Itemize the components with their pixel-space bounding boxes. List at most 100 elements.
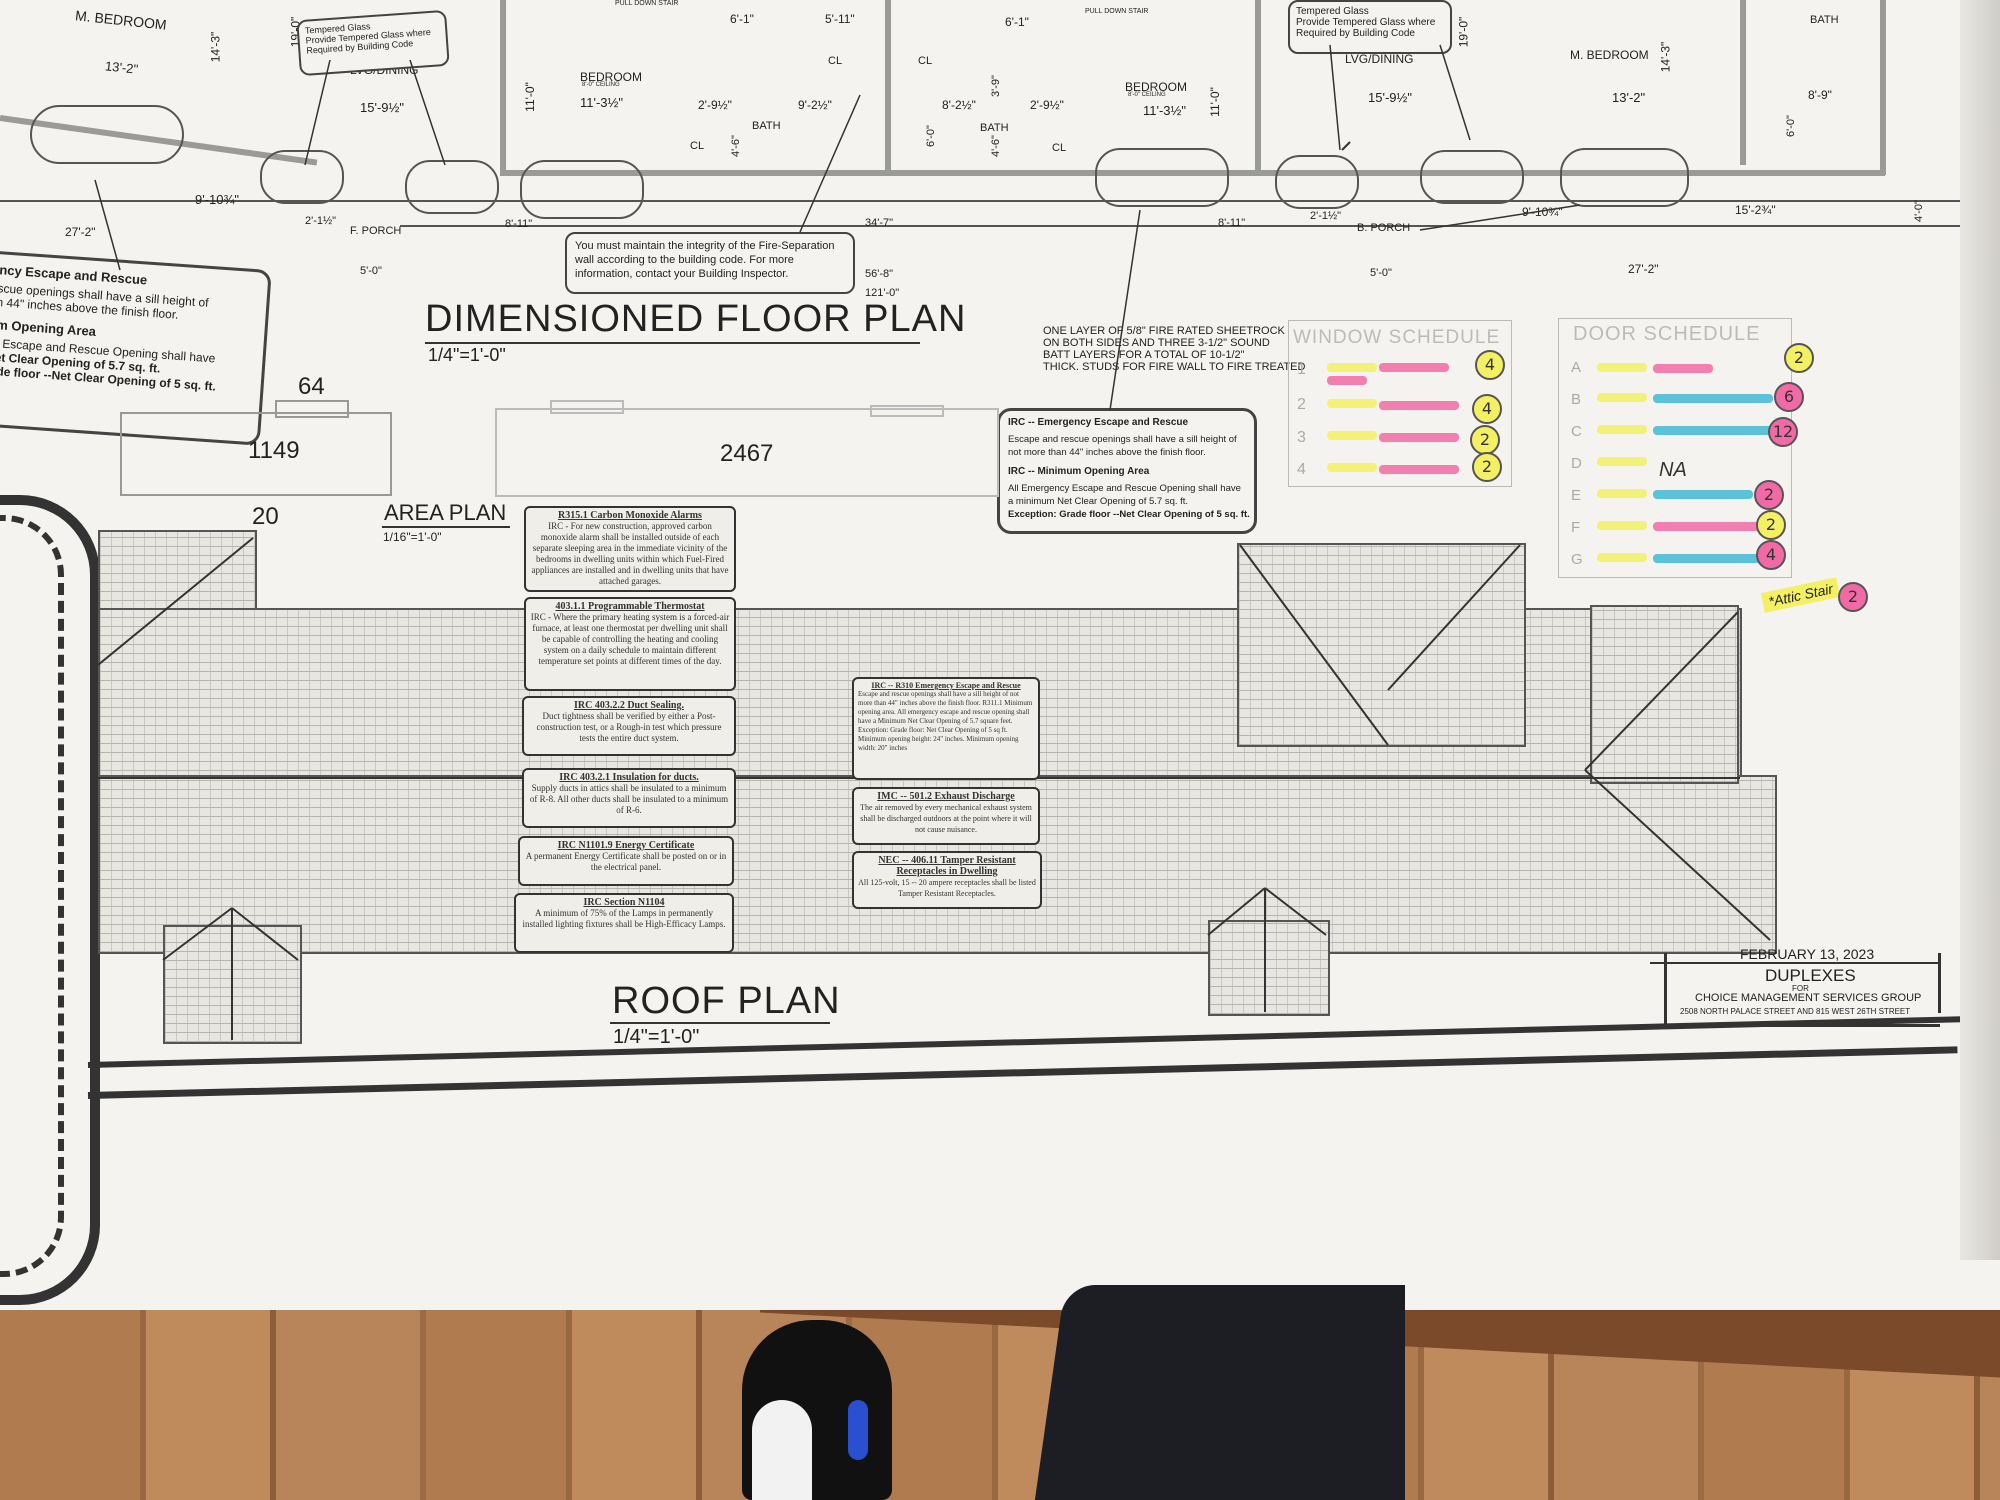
room-label: B. PORCH [1357,222,1411,234]
room-label: CL [828,55,843,67]
note-line: Exception: Grade floor --Net Clear Openi… [1008,509,1250,520]
ridge-line [1387,544,1521,691]
ridge-line [231,907,299,961]
pink-highlight [1653,364,1713,373]
ceiling-label: 8'-0" CEILING [582,82,620,88]
dimension-line [0,200,1960,202]
pink-highlight [1379,401,1459,410]
yellow-highlight [1597,363,1647,372]
leader-line [409,59,446,166]
code-note-receptacles: NEC -- 406.11 Tamper Resistant Receptacl… [852,851,1042,909]
roof-lines [94,44,1771,1040]
schedule-row-label: 4 [1297,461,1306,478]
shrub-icon [405,160,499,214]
yellow-highlight [1597,457,1647,466]
room-label: CL [1052,142,1067,154]
leader-line [799,94,861,233]
note-heading: IRC -- Minimum Opening Area [1008,466,1150,477]
code-note-title: R315.1 Carbon Monoxide Alarms [558,510,702,521]
dimension-text: 6'-1" [1005,15,1029,29]
yellow-highlight [1597,521,1647,530]
floor-plan-scale: 1/4"=1'-0" [428,345,506,365]
dimension-text: 8'-2½" [942,98,976,112]
roof-porch [1208,920,1330,1016]
window-schedule: WINDOW SCHEDULE 1 2 3 4 [1288,320,1512,487]
dimension-text: 11'-3½" [1143,103,1186,118]
leader-line [1439,44,1471,141]
note-line: BATT LAYERS FOR A TOTAL OF 10-1/2" [1043,349,1245,361]
dimension-text: 9'-10¾" [1522,205,1563,219]
sheetrock-note: ONE LAYER OF 5/8" FIRE RATED SHEETROCK O… [1043,325,1305,373]
room-label: CL [918,55,933,67]
blue-highlight [1653,490,1753,499]
area-label: 20 [252,503,279,530]
dimension-text: 15'-2¾" [1735,203,1776,217]
yellow-highlight [1327,399,1377,408]
note-line: Escape and rescue openings shall have a … [1008,434,1237,445]
roof-plan-title: ROOF PLAN [612,980,841,1022]
area-label: 1149 [248,437,300,464]
note-line: ON BOTH SIDES AND THREE 3-1/2" SOUND [1043,337,1270,349]
schedule-row-label: 2 [1297,396,1306,413]
title-block-tick [1938,953,1941,1013]
shoe-accent [848,1400,868,1460]
yellow-highlight [1597,393,1647,402]
pant-leg [1285,1285,1405,1500]
pink-highlight [1379,465,1459,474]
ridge-line [97,537,254,666]
code-note-duct-sealing: IRC 403.2.2 Duct Sealing. Duct tightness… [522,696,736,756]
dimension-text: 5'-11" [825,12,855,26]
schedule-row-label: C [1571,423,1582,440]
dimension-text: 27'-2" [65,225,96,239]
title-underline [382,526,510,528]
pink-highlight [1379,433,1459,442]
blue-highlight [1653,554,1773,563]
code-note-lighting: IRC Section N1104 A minimum of 75% of th… [514,893,734,953]
code-note-egress: IRC -- R310 Emergency Escape and Rescue … [852,677,1040,780]
code-note-body: A permanent Energy Certificate shall be … [525,851,727,872]
code-note-energy-certificate: IRC N1101.9 Energy Certificate A permane… [518,836,734,886]
area-label: 2467 [720,440,774,467]
room-label: F. PORCH [350,225,402,237]
window-count: 2 [1470,425,1500,455]
area-plan-porch [275,400,349,418]
note-line: a minimum Net Clear Opening of 5.7 sq. f… [1008,496,1189,507]
ridge-line [1239,544,1389,746]
shrub-icon [1420,150,1524,204]
door-count: 2 [1784,343,1814,373]
ridge-line [1264,887,1327,936]
shoe-sole [752,1400,812,1500]
dimension-text: 121'-0" [865,287,900,299]
leader-line [304,59,331,166]
code-note-body: The air removed by every mechanical exha… [860,803,1032,834]
door-count: 12 [1768,417,1798,447]
dimension-text: 2'-1½" [1310,210,1342,222]
shrub-icon [520,160,644,219]
door-count: 4 [1756,540,1786,570]
schedule-row-label: B [1571,391,1582,408]
door-count: 6 [1774,382,1804,412]
yellow-highlight [1597,553,1647,562]
dimension-text: 9'-10¾" [195,192,239,207]
wall [1255,170,1885,176]
blueprint-sheet: M. BEDROOM BEDROOM BATH BEDROOM BATH M. … [0,0,2000,1310]
window-count: 4 [1472,394,1502,424]
shrub-icon [1560,148,1689,207]
code-note-body: Escape and rescue openings shall have a … [858,690,1033,752]
dimension-text: 11'-3½" [580,95,623,110]
schedule-row-label: E [1571,487,1582,504]
roof-section [1590,605,1739,784]
note-line: wall according to the building code. For… [575,254,794,266]
area-plan-scale: 1/16"=1'-0" [383,530,442,544]
wall [1880,0,1886,175]
code-note-title: IRC -- R310 Emergency Escape and Rescue [871,681,1021,690]
yellow-highlight [1597,425,1647,434]
door-count: 2 [1756,510,1786,540]
area-plan-porch [870,405,944,417]
dimension-text: 2'-9½" [1030,98,1064,112]
ridge-line [1584,769,1771,941]
code-note-body: Supply ducts in attics shall be insulate… [529,783,729,815]
code-note-exhaust: IMC -- 501.2 Exhaust Discharge The air r… [852,787,1040,845]
note-line: Required by Building Code [1296,28,1415,39]
dimension-text: 8'-11" [505,218,533,230]
